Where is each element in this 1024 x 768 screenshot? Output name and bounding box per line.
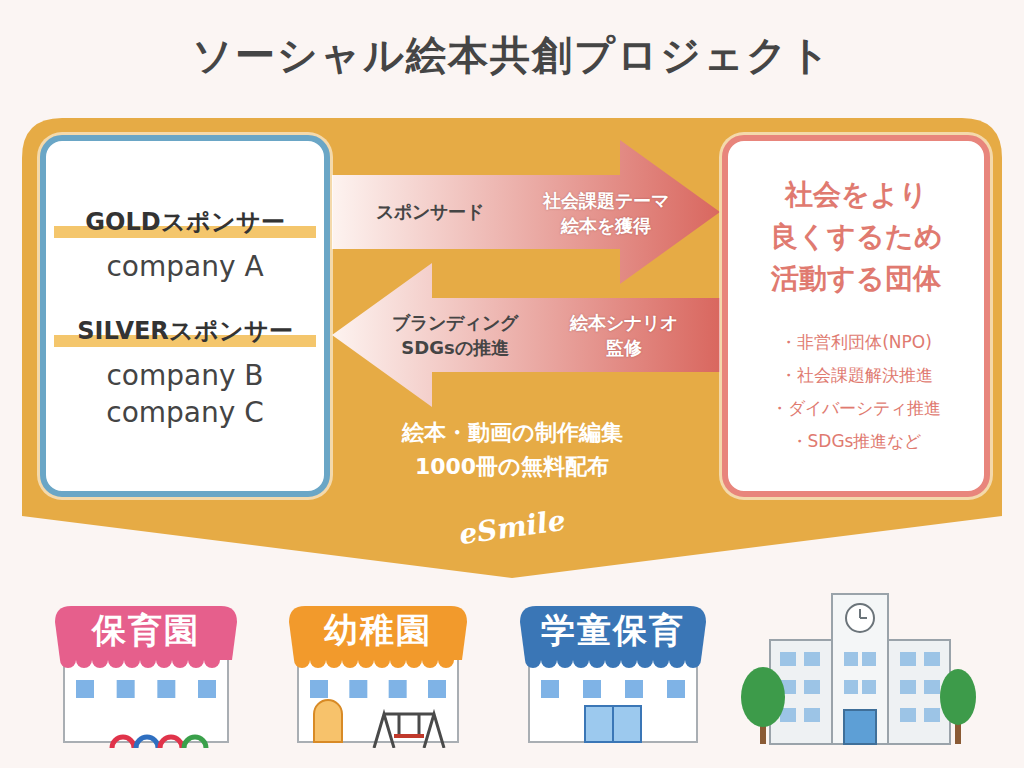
sponsor-tier: SILVERスポンサー xyxy=(54,313,316,349)
school-tower xyxy=(832,594,888,744)
arrow-note-wrap: 社会課題テーマ 絵本を獲得 xyxy=(521,188,691,238)
building-body xyxy=(529,658,697,742)
band-caption: 絵本・動画の制作編集 1000冊の無料配布 xyxy=(332,416,692,484)
arrow-note-wrap: 絵本シナリオ 監修 xyxy=(549,310,699,360)
building-windows xyxy=(76,680,216,698)
building-windows xyxy=(541,680,685,698)
building-sign: 保育園 xyxy=(50,602,242,652)
building-detail xyxy=(112,737,206,748)
sponsor-tier: GOLDスポンサー xyxy=(54,204,316,240)
edge-label: スポンサード xyxy=(355,199,505,224)
band-outline xyxy=(22,118,1002,578)
building-sign: 幼稚園 xyxy=(284,602,472,652)
edge-label-wrap: ブランディング SDGsの推進 xyxy=(380,310,530,360)
school-door xyxy=(844,710,876,744)
edge-label: ブランディング SDGsの推進 xyxy=(380,310,530,360)
band-text-wrap: eSmile xyxy=(412,506,612,549)
building-detail xyxy=(314,700,444,748)
company-name: company A xyxy=(106,250,263,283)
building-detail xyxy=(585,706,641,742)
company-name: company B xyxy=(106,359,263,392)
sponsor-box: GOLDスポンサー company A SILVERスポンサー company B co… xyxy=(40,135,330,497)
school-trees xyxy=(741,667,976,744)
org-bullet: ・SDGs推進など xyxy=(791,425,922,458)
org-bullet: ・社会課題解決推進 xyxy=(780,359,933,392)
facility-building: 学童保育 xyxy=(515,602,711,748)
org-heading: 社会をより 良くするため 活動する団体 xyxy=(736,174,976,300)
band-text-wrap: 絵本・動画の制作編集 1000冊の無料配布 xyxy=(332,416,692,484)
building-windows xyxy=(310,680,446,698)
building-body xyxy=(64,658,228,742)
facility-building: 保育園 xyxy=(50,602,242,748)
org-bullet: ・非営利団体(NPO) xyxy=(780,326,932,359)
clock-hands xyxy=(860,609,867,618)
arrow-note: 社会課題テーマ 絵本を獲得 xyxy=(521,188,691,238)
company-name: company C xyxy=(106,396,264,429)
building-sign: 学童保育 xyxy=(515,602,711,652)
org-bullet: ・ダイバーシティ推進 xyxy=(771,392,941,425)
brand-logo: eSmile xyxy=(456,499,568,557)
edge-label-wrap: スポンサード xyxy=(355,199,505,224)
title-wrap: ソーシャル絵本共創プロジェクト xyxy=(0,28,1024,83)
organization-box: 社会をより 良くするため 活動する団体・非営利団体(NPO)・社会課題解決推進・… xyxy=(722,135,990,497)
diagram-title: ソーシャル絵本共創プロジェクト xyxy=(0,28,1024,83)
school-clock xyxy=(846,604,874,632)
arrow-note: 絵本シナリオ 監修 xyxy=(549,310,699,360)
flow-band: 絵本・動画の制作編集 1000冊の無料配布 eSmile GOLDスポンサー comp… xyxy=(22,118,1002,578)
school-illustration xyxy=(741,594,976,744)
facility-building: 幼稚園 xyxy=(284,602,472,748)
